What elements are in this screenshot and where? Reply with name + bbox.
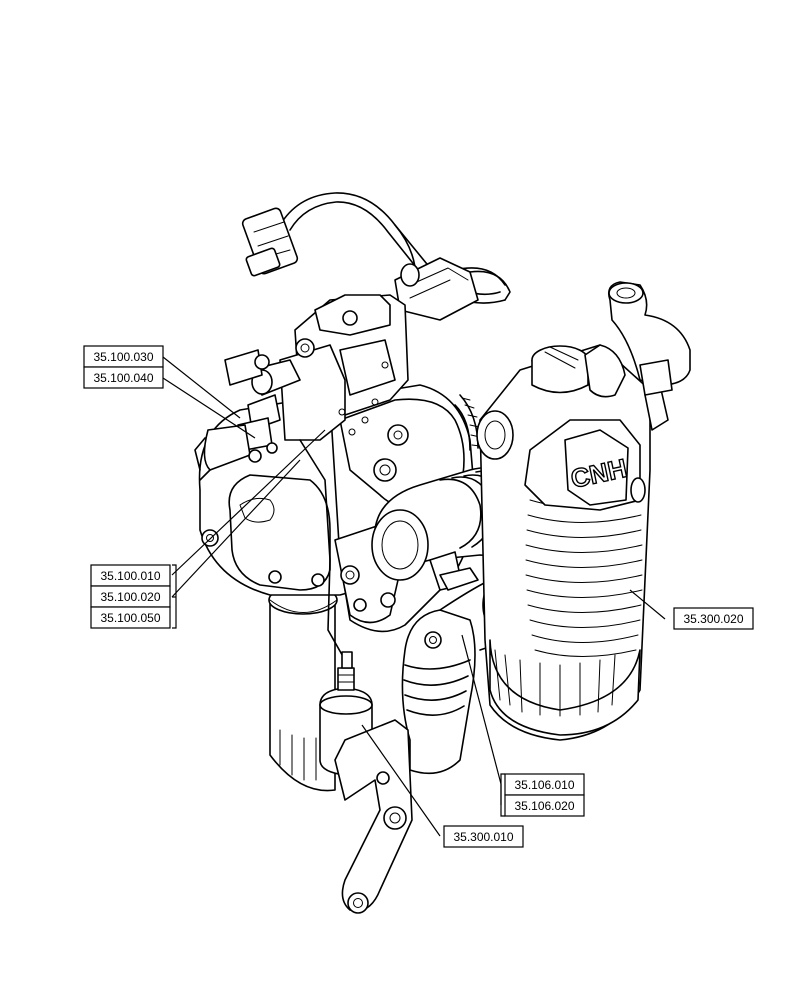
svg-text:35.106.010: 35.106.010 [514,778,574,792]
svg-text:35.100.040: 35.100.040 [93,371,153,385]
svg-text:35.300.020: 35.300.020 [683,612,743,626]
callout-35-106-010: 35.106.010 [504,773,585,796]
svg-text:35.100.030: 35.100.030 [93,350,153,364]
callout-35-106-020: 35.106.020 [504,794,585,817]
svg-text:35.100.050: 35.100.050 [100,611,160,625]
callout-35-100-050: 35.100.050 [90,606,171,629]
callout-35-100-030: 35.100.030 [83,345,164,368]
callout-35-100-020: 35.100.020 [90,585,171,608]
svg-text:35.100.020: 35.100.020 [100,590,160,604]
callout-35-300-010: 35.300.010 [443,825,524,848]
bracket-35-106 [500,773,505,817]
hydraulic-reservoir [476,344,669,741]
svg-text:35.106.020: 35.106.020 [514,799,574,813]
callout-35-100-010: 35.100.010 [90,564,171,587]
control-valve-block [194,294,409,661]
svg-text:35.100.010: 35.100.010 [100,569,160,583]
breather-elbow [607,281,691,396]
svg-text:35.300.010: 35.300.010 [453,830,513,844]
mounting-bracket [334,719,413,914]
callout-35-100-040: 35.100.040 [83,366,164,389]
callout-35-300-020: 35.300.020 [673,607,754,630]
bracket-35-100 [172,564,177,629]
